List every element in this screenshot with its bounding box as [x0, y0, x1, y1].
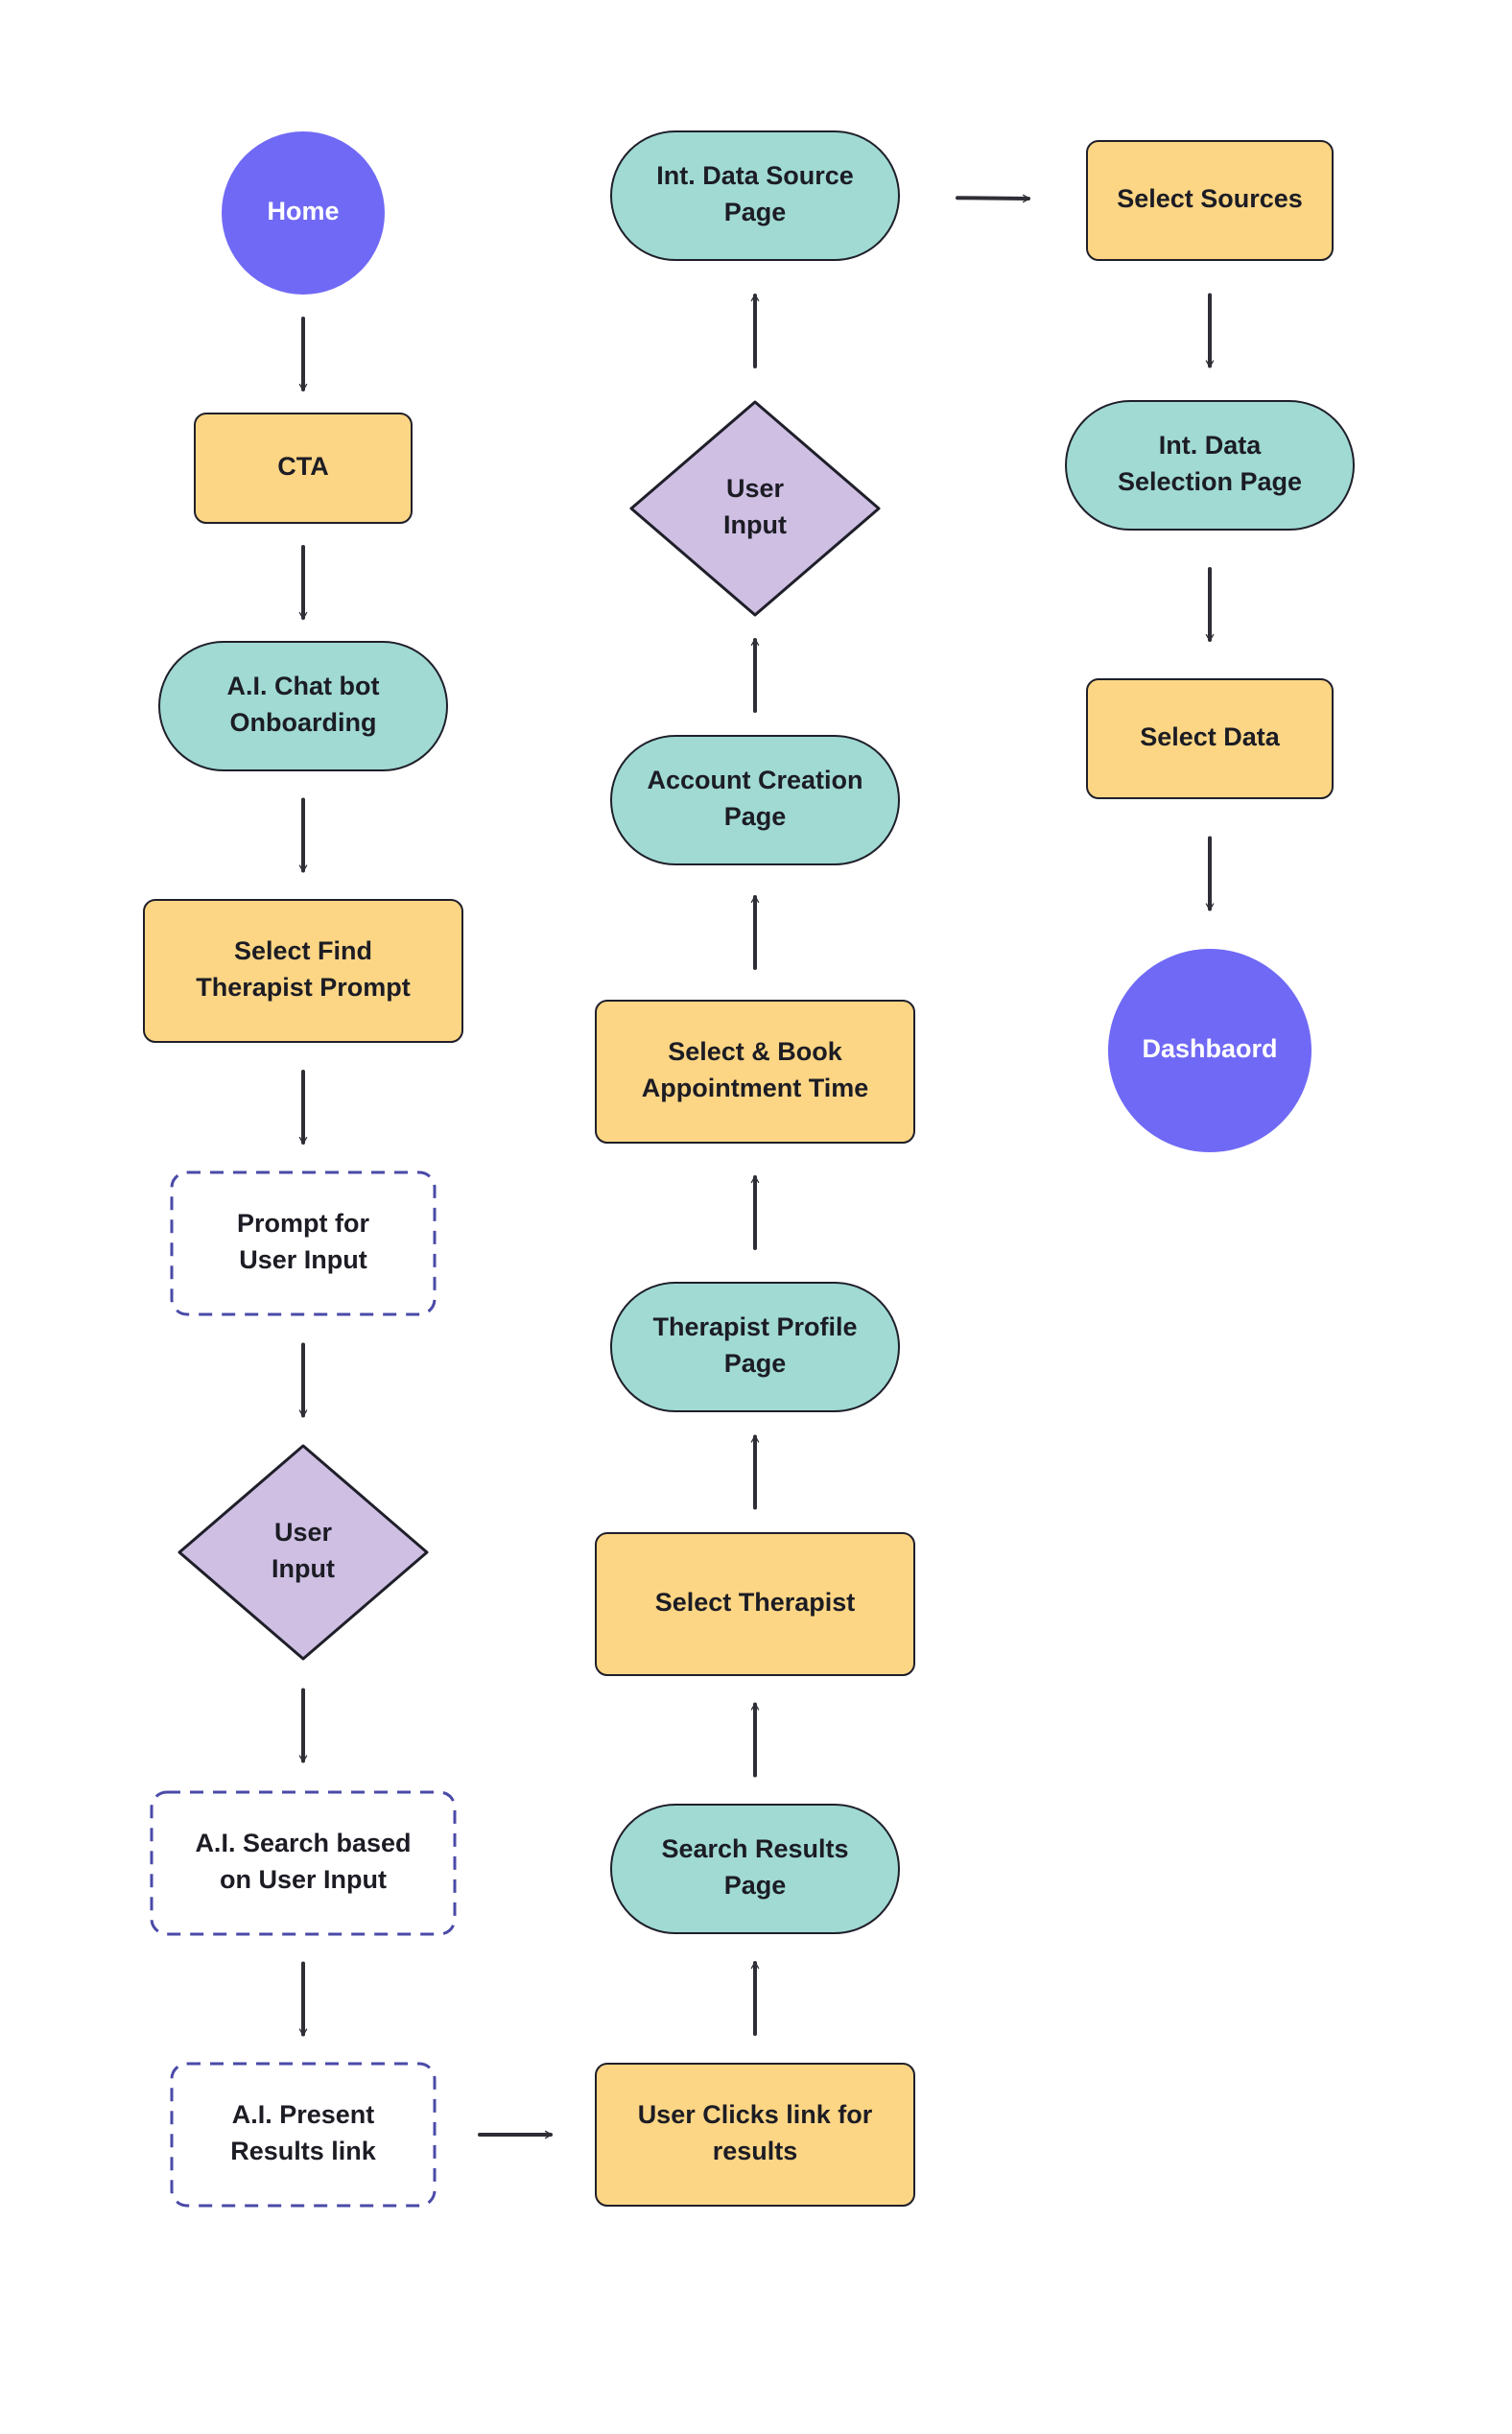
arrow-int-data-source-page-to-select-sources: [956, 194, 1030, 203]
node-ai-search-label-1: A.I. Search based: [195, 1829, 411, 1857]
node-therapist-profile-page-label-2: Page: [724, 1349, 787, 1378]
node-user-input-2-label-1: User: [726, 474, 785, 503]
node-select-sources: Select Sources: [1086, 140, 1334, 261]
node-account-creation-page-label-1: Account Creation: [647, 766, 862, 794]
node-select-sources-label-1: Select Sources: [1117, 184, 1303, 213]
node-int-data-selection-page-shape: [1065, 400, 1355, 531]
node-therapist-profile-page-label-1: Therapist Profile: [652, 1312, 857, 1341]
node-account-creation-page-shape: [610, 735, 900, 865]
node-select-data-label-1: Select Data: [1140, 722, 1281, 751]
node-ai-search-shape: [150, 1790, 457, 1936]
node-select-find-therapist-prompt-shape: [143, 899, 463, 1043]
node-user-clicks-link: User Clicks link for results: [595, 2063, 915, 2207]
node-int-data-selection-page-label-1: Int. Data: [1159, 431, 1262, 460]
node-int-data-source-page-shape: [610, 130, 900, 261]
node-select-data-shape: [1086, 678, 1334, 799]
node-home-shape: [222, 131, 385, 295]
node-int-data-source-page-label-1: Int. Data Source: [656, 161, 854, 190]
node-prompt-for-user-input-label-2: User Input: [239, 1245, 367, 1274]
node-user-clicks-link-label-1: User Clicks link for: [638, 2100, 873, 2129]
node-ai-search: A.I. Search based on User Input: [150, 1790, 457, 1936]
node-select-data: Select Data: [1086, 678, 1334, 799]
node-ai-chatbot-onboarding-label-1: A.I. Chat bot: [227, 672, 380, 700]
node-cta-shape: [194, 413, 413, 524]
node-user-input-1-shape: [177, 1444, 429, 1661]
node-dashboard-shape: [1108, 949, 1311, 1152]
node-int-data-source-page-label-2: Page: [724, 198, 787, 226]
node-select-book-appointment-label-2: Appointment Time: [642, 1074, 869, 1102]
node-user-clicks-link-shape: [595, 2063, 915, 2207]
node-dashboard-label-1: Dashbaord: [1142, 1034, 1277, 1063]
node-user-input-1-label-2: Input: [272, 1554, 335, 1583]
node-user-input-1-label-1: User: [274, 1518, 333, 1547]
node-user-input-2-shape: [629, 400, 881, 617]
node-prompt-for-user-input-label-1: Prompt for: [237, 1209, 369, 1238]
node-search-results-page-label-1: Search Results: [661, 1834, 848, 1863]
node-select-sources-shape: [1086, 140, 1334, 261]
node-select-therapist: Select Therapist: [595, 1532, 915, 1676]
node-ai-present-results-label-1: A.I. Present: [232, 2100, 375, 2129]
node-ai-search-label-2: on User Input: [220, 1865, 387, 1894]
node-ai-present-results-shape: [170, 2062, 437, 2208]
node-account-creation-page-label-2: Page: [724, 802, 787, 831]
node-user-input-2-label-2: Input: [723, 510, 787, 539]
node-ai-chatbot-onboarding-label-2: Onboarding: [230, 708, 377, 737]
node-select-book-appointment-label-1: Select & Book: [668, 1037, 843, 1066]
node-search-results-page-label-2: Page: [724, 1871, 787, 1900]
node-dashboard: Dashbaord: [1108, 949, 1311, 1152]
node-ai-present-results-label-2: Results link: [230, 2137, 377, 2165]
node-home-label-1: Home: [267, 197, 339, 225]
node-user-clicks-link-label-2: results: [713, 2137, 798, 2165]
node-therapist-profile-page-shape: [610, 1282, 900, 1412]
node-search-results-page-shape: [610, 1804, 900, 1934]
node-cta: CTA: [194, 413, 413, 524]
node-int-data-selection-page-label-2: Selection Page: [1118, 467, 1302, 496]
node-select-book-appointment-shape: [595, 1000, 915, 1144]
node-prompt-for-user-input-shape: [170, 1170, 437, 1316]
node-home: Home: [222, 131, 385, 295]
node-select-therapist-shape: [595, 1532, 915, 1676]
node-select-find-therapist-prompt-label-2: Therapist Prompt: [196, 973, 411, 1002]
node-ai-chatbot-onboarding-shape: [158, 641, 448, 771]
node-cta-label-1: CTA: [277, 452, 329, 481]
node-select-therapist-label-1: Select Therapist: [655, 1588, 856, 1617]
node-select-find-therapist-prompt-label-1: Select Find: [234, 936, 372, 965]
